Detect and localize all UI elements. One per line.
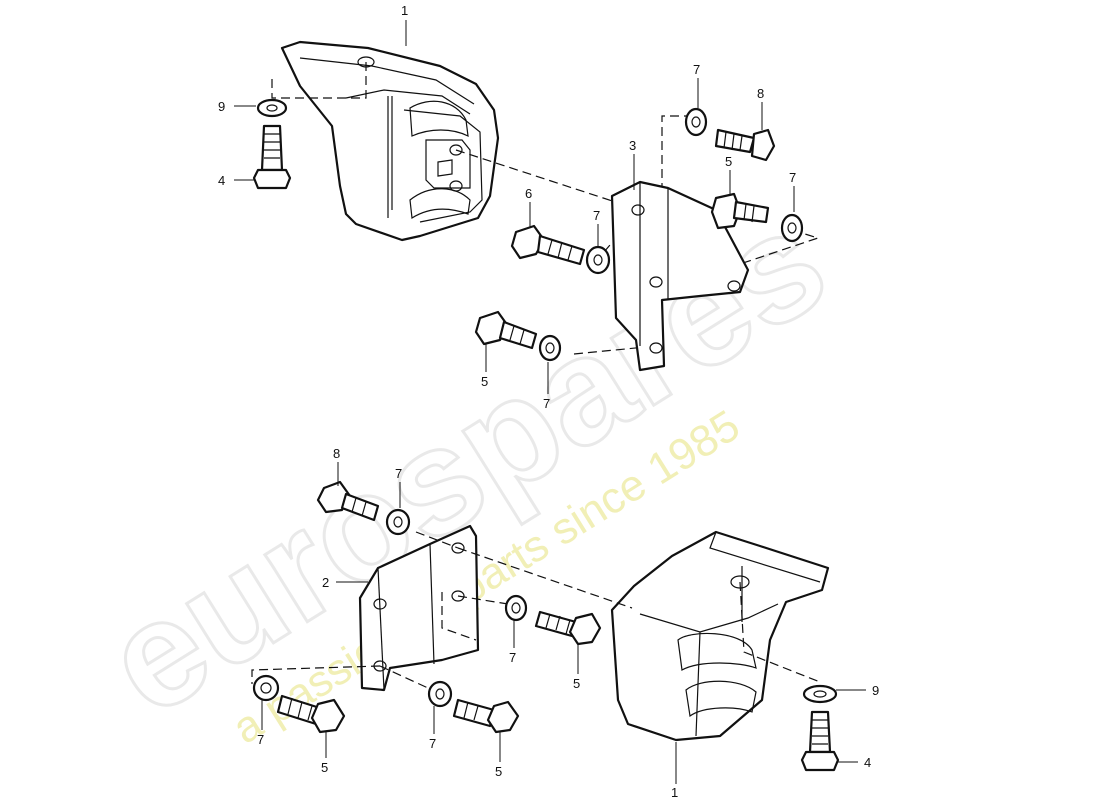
callout-top-part-5a: 5 <box>725 154 732 169</box>
bolt-5-bottom-c <box>452 698 520 734</box>
washer-9-bottom <box>802 684 838 704</box>
bracket-2 <box>358 524 480 692</box>
washer-7-bottom-b <box>504 594 528 622</box>
washer-7-top-b <box>780 213 804 243</box>
callout-bottom-part-7d: 7 <box>429 736 436 751</box>
callout-bottom-part-5a: 5 <box>573 676 580 691</box>
callout-bottom-part-8: 8 <box>333 446 340 461</box>
bolt-6-top <box>510 224 586 266</box>
callout-leaders <box>234 20 866 784</box>
callout-bottom-part-4: 4 <box>864 755 871 770</box>
washer-7-bottom-d <box>427 680 453 708</box>
callout-top-part-7d: 7 <box>543 396 550 411</box>
engine-mount-top <box>280 40 500 242</box>
bolt-4-top <box>252 124 292 190</box>
callout-top-part-6: 6 <box>525 186 532 201</box>
washer-7-top-a <box>684 107 708 137</box>
washer-7-bottom-a <box>385 508 411 536</box>
bolt-5-bottom-b <box>276 694 346 734</box>
bolt-8-top <box>714 128 776 162</box>
callout-bottom-part-2: 2 <box>322 575 329 590</box>
bolt-5-top-a <box>710 192 770 230</box>
callout-top-part-3: 3 <box>629 138 636 153</box>
callout-bottom-part-7b: 7 <box>509 650 516 665</box>
callout-bottom-part-1: 1 <box>671 785 678 800</box>
washer-7-top-c <box>585 245 611 275</box>
callout-bottom-part-5c: 5 <box>495 764 502 779</box>
callout-top-part-1: 1 <box>401 3 408 18</box>
callout-top-part-4: 4 <box>218 173 225 188</box>
bracket-3 <box>610 180 750 372</box>
callout-top-part-7b: 7 <box>789 170 796 185</box>
bolt-5-bottom-a <box>534 610 602 646</box>
bolt-8-bottom <box>316 480 380 522</box>
callout-bottom-part-7a: 7 <box>395 466 402 481</box>
bolt-5-top-b <box>474 310 538 350</box>
washer-7-bottom-c <box>252 674 280 702</box>
callout-top-part-7c: 7 <box>593 208 600 223</box>
callout-bottom-part-9: 9 <box>872 683 879 698</box>
callout-top-part-9: 9 <box>218 99 225 114</box>
callout-top-part-8: 8 <box>757 86 764 101</box>
washer-9-top <box>256 98 288 118</box>
callout-top-part-7a: 7 <box>693 62 700 77</box>
callout-bottom-part-5b: 5 <box>321 760 328 775</box>
callout-top-part-5b: 5 <box>481 374 488 389</box>
assembly-lines-bottom <box>251 531 821 689</box>
callout-labels: 1 9 4 3 7 8 5 7 6 7 5 7 8 7 2 7 5 7 5 7 … <box>218 3 879 800</box>
callout-bottom-part-7c: 7 <box>257 732 264 747</box>
washer-7-top-d <box>538 334 562 362</box>
bolt-4-bottom <box>800 710 840 772</box>
engine-mount-bottom <box>610 530 830 742</box>
